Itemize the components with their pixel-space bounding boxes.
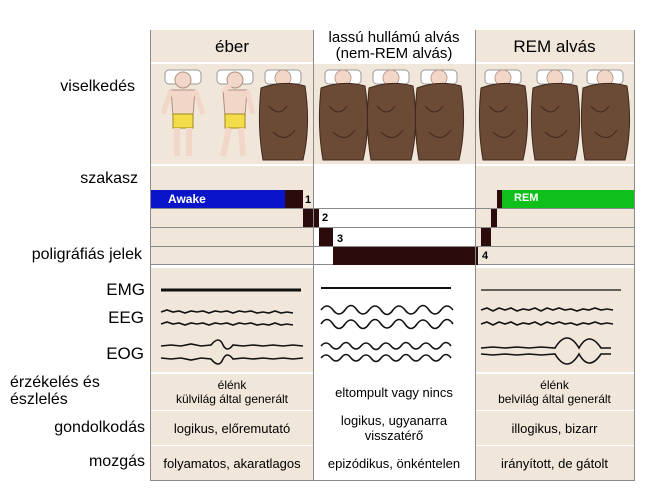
rem-stage-bar [502,190,634,208]
row-label-stage: szakasz [80,170,138,187]
rem-stage-3-bar [481,228,491,246]
thinking-slow-wave: logikus, ugyanarra visszatérő [313,411,475,445]
divider-right [634,30,635,480]
stage-panel-awake [151,166,313,264]
movement-awake: folyamatos, akaratlagos [163,455,301,471]
stage-1-bar [285,190,303,208]
eog-awake-trace-2 [160,354,304,365]
stage-line-3 [151,246,634,247]
signal-panel-awake [151,268,313,372]
perception-slow-wave: eltompult vagy nincs [313,374,475,410]
movement-slow-wave: epizódikus, önkéntelen [313,446,475,480]
stage-3-bar [319,228,333,246]
perception-rem: élénk belvilág által generált [498,378,611,406]
eog-nrem-trace-1 [320,341,452,351]
row-label-eog: EOG [106,344,144,363]
row-label-perception: érzékelés és észlelés [10,374,100,408]
polygraph-signals [160,287,621,365]
eeg-awake-trace-2 [160,321,294,326]
thinking-awake: logikus, előremutató [173,420,291,436]
rem-stage-2-bar [491,209,497,227]
eog-rem-trace-2 [480,352,611,365]
column-header-slow-wave: lassú hullámú alvás (nem-REM alvás) [328,29,460,62]
stage-line-1 [151,208,634,209]
stage-number-2: 2 [322,212,329,224]
awake-person-icon [174,71,192,89]
eeg-nrem-trace-1 [320,304,454,316]
column-header-rem: REM alvás [513,36,596,56]
awake-stage-bar [151,190,285,208]
eeg-nrem-trace-2 [320,318,454,330]
row-label-eeg: EEG [108,308,144,327]
awake-stage-label: Awake [168,192,206,206]
rem-stage-label: REM [514,192,539,204]
row-label-polygraph: poligráfiás jelek [31,246,142,263]
stage-2-bar [303,209,319,227]
thinking-rem: illogikus, bizarr [511,420,598,436]
movement-rem: irányított, de gátolt [501,455,608,471]
stage-line-2 [151,227,634,228]
eeg-rem-trace-2 [480,321,614,326]
stage-4-bar [333,247,478,265]
divider-bottom [150,480,635,481]
row-label-thinking: gondolkodás [54,419,145,436]
sleep-behavior-illustration [160,69,631,161]
stage-number-4: 4 [482,250,489,262]
perception-awake: élénk külvilág által generált [175,378,289,406]
divider-middle-right [475,30,476,480]
eeg-rem-trace-1 [480,307,614,312]
stage-number-1: 1 [305,194,312,206]
header-rem-bg [475,30,634,62]
rem-stage-1-bar [497,190,502,208]
stage-panel-rem [475,166,634,264]
column-header-awake: éber [214,36,250,56]
eog-awake-trace-1 [160,339,304,350]
eog-nrem-trace-2 [320,353,452,363]
divider-left [150,30,151,480]
row-label-behavior: viselkedés [60,78,135,95]
eeg-awake-trace-1 [160,309,294,314]
divider-middle-left [313,30,314,480]
eog-rem-trace-1 [480,337,611,350]
stage-number-3: 3 [337,233,344,245]
row-label-movement: mozgás [88,453,145,470]
row-label-emg: EMG [106,280,145,299]
header-awake-bg [151,30,313,62]
